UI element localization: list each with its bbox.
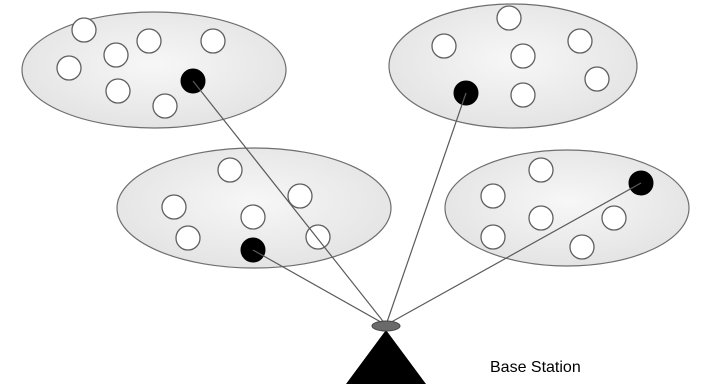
link-top-right [385,92,467,326]
sensor-node [480,224,506,250]
sensor-node [105,78,131,104]
sensor-node [480,183,506,209]
link-middle-left [252,249,387,326]
sensor-node [567,28,593,54]
sensor-node [56,55,82,81]
sensor-node [175,225,201,251]
cluster-middle-right [444,149,690,267]
sensor-node [103,42,129,68]
sensor-node [71,17,97,43]
antenna-cap [371,320,401,332]
sensor-node [510,82,536,108]
triangle-antenna-icon [346,330,426,384]
sensor-node [528,205,554,231]
sensor-node [200,28,226,54]
base-station: Base Station [346,320,581,384]
sensor-node [528,157,554,183]
sensor-node [240,204,266,230]
sensor-node [287,183,313,209]
link-top-left [192,80,387,326]
sensor-node [136,28,162,54]
sensor-node [510,43,536,69]
base-station-label: Base Station [490,359,581,376]
link-middle-right [385,182,642,326]
sensor-node [431,33,457,59]
cluster-top-right [388,3,638,129]
sensor-node [496,5,522,31]
cluster-top-left [21,11,287,129]
sensor-node [161,194,187,220]
sensor-node [601,205,627,231]
sensor-node [584,66,610,92]
cluster-boundary [444,149,690,267]
sensor-node [569,234,595,260]
links [192,80,642,326]
sensor-node [152,93,178,119]
sensor-node [217,157,243,183]
